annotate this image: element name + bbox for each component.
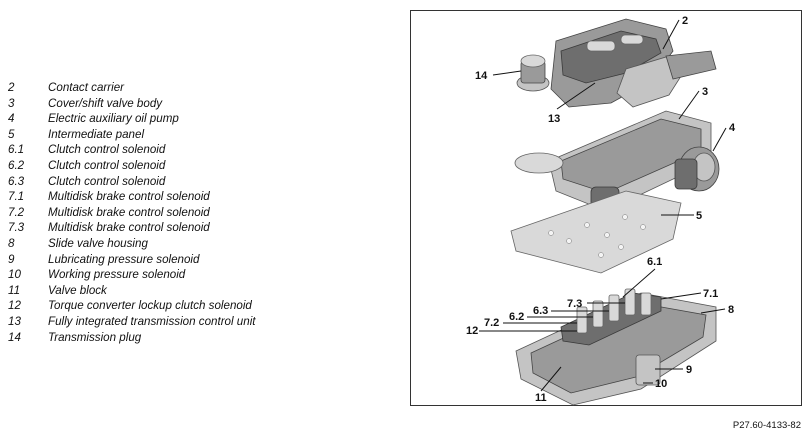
legend-label: Valve block <box>48 283 107 297</box>
legend-number: 7.1 <box>8 190 25 204</box>
legend-row: 4 Electric auxiliary oil pump <box>8 111 256 127</box>
legend-row: 10 Working pressure solenoid <box>8 267 256 283</box>
callout-4: 4 <box>729 122 736 134</box>
legend-row: 7.1 Multidisk brake control solenoid <box>8 189 256 205</box>
legend-row: 11 Valve block <box>8 283 256 299</box>
legend-row: 13 Fully integrated transmission control … <box>8 314 256 330</box>
callout-6-2: 6.2 <box>509 311 524 323</box>
legend-number: 13 <box>8 314 21 328</box>
legend-label: Cover/shift valve body <box>48 96 163 110</box>
callout-13: 13 <box>548 113 560 125</box>
legend-number: 5 <box>8 127 15 141</box>
legend-label: Clutch control solenoid <box>48 174 166 188</box>
callout-7-3: 7.3 <box>567 298 582 310</box>
legend-label: Transmission plug <box>48 330 142 344</box>
legend-label: Electric auxiliary oil pump <box>48 112 179 126</box>
legend-row: 3 Cover/shift valve body <box>8 96 256 112</box>
legend-row: 6.1 Clutch control solenoid <box>8 142 256 158</box>
legend-row: 12 Torque converter lockup clutch solenoi… <box>8 298 256 314</box>
legend-label: Contact carrier <box>48 81 125 94</box>
callout-7-1: 7.1 <box>703 288 718 300</box>
legend-row: 9 Lubricating pressure solenoid <box>8 252 256 268</box>
legend-label: Intermediate panel <box>48 127 145 141</box>
legend-row: 5 Intermediate panel <box>8 127 256 143</box>
legend-row: 8 Slide valve housing <box>8 236 256 252</box>
leader-line <box>556 82 596 110</box>
leader-line <box>660 292 702 300</box>
shift-valve-body <box>514 110 712 212</box>
legend-number: 14 <box>8 330 21 344</box>
legend-number: 12 <box>8 299 21 313</box>
legend-label: Multidisk brake control solenoid <box>48 190 210 204</box>
legend-row: 14 Transmission plug <box>8 330 256 346</box>
legend-number: 8 <box>8 236 15 250</box>
legend-label: Working pressure solenoid <box>48 268 186 282</box>
intermediate-panel <box>510 190 682 274</box>
legend-row: 6.3 Clutch control solenoid <box>8 174 256 190</box>
callout-14: 14 <box>475 70 488 82</box>
legend-number: 6.3 <box>8 174 25 188</box>
legend-number: 11 <box>8 283 21 297</box>
callout-3: 3 <box>702 86 708 98</box>
legend-label: Multidisk brake control solenoid <box>48 205 210 219</box>
callout-5: 5 <box>696 210 702 222</box>
legend-row: 6.2 Clutch control solenoid <box>8 158 256 174</box>
callout-12: 12 <box>466 325 478 337</box>
leader-line <box>622 268 656 298</box>
electric-aux-oil-pump <box>674 146 720 192</box>
legend-number: 7.2 <box>8 205 25 219</box>
parts-legend: 2 Contact carrier 3 Cover/shift valve body… <box>8 80 256 345</box>
legend-number: 4 <box>8 112 15 126</box>
legend-label: Multidisk brake control solenoid <box>48 221 210 235</box>
legend-number: 7.3 <box>8 221 25 235</box>
figure-reference-code: P27.60-4133-82 <box>732 420 801 431</box>
legend-label: Clutch control solenoid <box>48 143 166 157</box>
callout-11: 11 <box>535 392 547 404</box>
legend-label: Lubricating pressure solenoid <box>48 252 200 266</box>
legend-row: 7.3 Multidisk brake control solenoid <box>8 220 256 236</box>
callout-9: 9 <box>686 364 692 376</box>
exploded-view-drawing: 2 14 13 3 4 5 6.1 7.1 7.3 6.3 6.2 7.2 12… <box>466 15 736 406</box>
legend-number: 10 <box>8 268 21 282</box>
callout-2: 2 <box>682 15 688 27</box>
legend-number: 6.1 <box>8 143 25 157</box>
legend-label: Slide valve housing <box>48 236 148 250</box>
legend-number: 6.2 <box>8 158 25 172</box>
leader-line <box>712 127 727 152</box>
transmission-plug <box>516 54 550 92</box>
callout-10: 10 <box>655 378 667 390</box>
legend-row: 2 Contact carrier <box>8 80 256 96</box>
legend-number: 3 <box>8 96 15 110</box>
valve-block-assembly <box>515 288 717 406</box>
legend-row: 7.2 Multidisk brake control solenoid <box>8 205 256 221</box>
contact-carrier-assembly <box>550 18 717 108</box>
callout-8: 8 <box>728 304 734 316</box>
leader-line <box>492 70 522 76</box>
legend-label: Clutch control solenoid <box>48 158 166 172</box>
leader-line <box>700 308 726 314</box>
legend-number: 9 <box>8 252 15 266</box>
callout-6-3: 6.3 <box>533 305 548 317</box>
callout-6-1: 6.1 <box>647 256 662 268</box>
leader-line <box>678 90 700 120</box>
legend-label: Torque converter lockup clutch solenoid <box>48 299 252 313</box>
legend-number: 2 <box>8 81 15 94</box>
leader-line <box>540 366 562 392</box>
exploded-view-figure: 2 14 13 3 4 5 6.1 7.1 7.3 6.3 6.2 7.2 12… <box>410 10 802 406</box>
callout-7-2: 7.2 <box>484 317 499 329</box>
legend-label: Fully integrated transmission control un… <box>48 314 256 328</box>
leader-line <box>662 19 680 50</box>
